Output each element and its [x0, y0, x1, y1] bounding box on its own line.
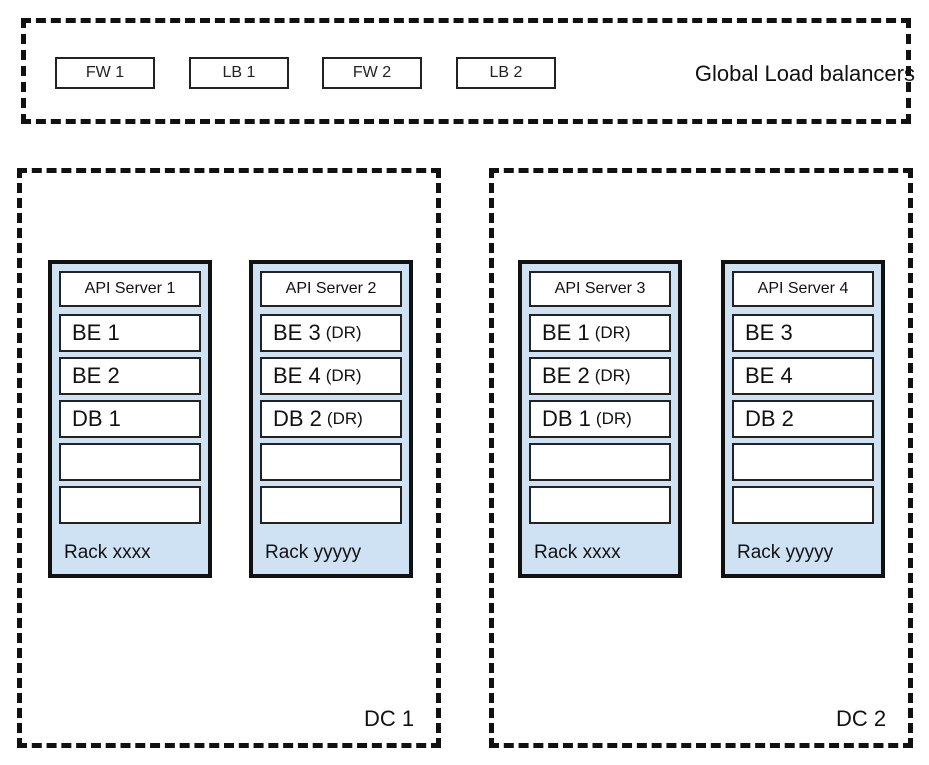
rack-slot: BE 2(DR) — [529, 357, 671, 395]
rack-dc1-xxxx: API Server 1 BE 1 BE 2 DB 1 Rack xxxx — [48, 260, 212, 578]
slot-name: DB 2 — [273, 406, 322, 431]
rack-label: Rack xxxx — [64, 542, 151, 563]
slot-name: BE 3 — [745, 320, 793, 345]
dr-tag: (DR) — [326, 409, 363, 428]
rack-slot: BE 1(DR) — [529, 314, 671, 352]
slot-name: BE 1 — [72, 320, 120, 345]
datacenter-2-label: DC 2 — [836, 706, 887, 731]
load-balancer-1-box: LB 1 — [189, 57, 289, 89]
rack-slot: DB 2(DR) — [260, 400, 402, 438]
rack-slot: BE 4 — [732, 357, 874, 395]
empty-rack-slot — [529, 486, 671, 524]
rack-label: Rack yyyyy — [737, 542, 834, 563]
rack-slot: BE 2 — [59, 357, 201, 395]
rack-slot: DB 1 — [59, 400, 201, 438]
dr-tag: (DR) — [594, 323, 631, 342]
slot-name: BE 2 — [72, 363, 120, 388]
firewall-2-box: FW 2 — [322, 57, 422, 89]
rack-slot: BE 1 — [59, 314, 201, 352]
rack-slot: BE 4(DR) — [260, 357, 402, 395]
global-load-balancers-group — [21, 18, 911, 124]
rack-slot: BE 3(DR) — [260, 314, 402, 352]
empty-rack-slot — [260, 443, 402, 481]
empty-rack-slot — [260, 486, 402, 524]
firewall-1-box: FW 1 — [55, 57, 155, 89]
datacenter-1-label: DC 1 — [364, 706, 415, 731]
empty-rack-slot — [529, 443, 671, 481]
global-load-balancers-label: Global Load balancers — [694, 61, 915, 86]
dr-tag: (DR) — [325, 366, 362, 385]
empty-rack-slot — [59, 443, 201, 481]
empty-rack-slot — [59, 486, 201, 524]
rack-label: Rack yyyyy — [265, 542, 362, 563]
rack-dc1-yyyyy: API Server 2 BE 3(DR) BE 4(DR) DB 2(DR) … — [249, 260, 413, 578]
dr-tag: (DR) — [595, 409, 632, 428]
slot-name: DB 1 — [542, 406, 591, 431]
slot-name: BE 4 — [745, 363, 793, 388]
api-server-slot: API Server 1 — [59, 271, 201, 307]
slot-name: BE 3 — [273, 320, 321, 345]
rack-label: Rack xxxx — [534, 542, 621, 563]
rack-dc2-xxxx: API Server 3 BE 1(DR) BE 2(DR) DB 1(DR) … — [518, 260, 682, 578]
empty-rack-slot — [732, 443, 874, 481]
rack-slot: DB 1(DR) — [529, 400, 671, 438]
slot-name: BE 4 — [273, 363, 321, 388]
slot-name: BE 2 — [542, 363, 590, 388]
rack-dc2-yyyyy: API Server 4 BE 3 BE 4 DB 2 Rack yyyyy — [721, 260, 885, 578]
slot-name: DB 1 — [72, 406, 121, 431]
datacenter-2-group — [489, 168, 913, 748]
api-server-slot: API Server 3 — [529, 271, 671, 307]
rack-slot: BE 3 — [732, 314, 874, 352]
rack-slot: DB 2 — [732, 400, 874, 438]
empty-rack-slot — [732, 486, 874, 524]
dr-tag: (DR) — [325, 323, 362, 342]
datacenter-1-group — [17, 168, 441, 748]
load-balancer-2-box: LB 2 — [456, 57, 556, 89]
slot-name: DB 2 — [745, 406, 794, 431]
api-server-slot: API Server 2 — [260, 271, 402, 307]
api-server-slot: API Server 4 — [732, 271, 874, 307]
slot-name: BE 1 — [542, 320, 590, 345]
dr-tag: (DR) — [594, 366, 631, 385]
